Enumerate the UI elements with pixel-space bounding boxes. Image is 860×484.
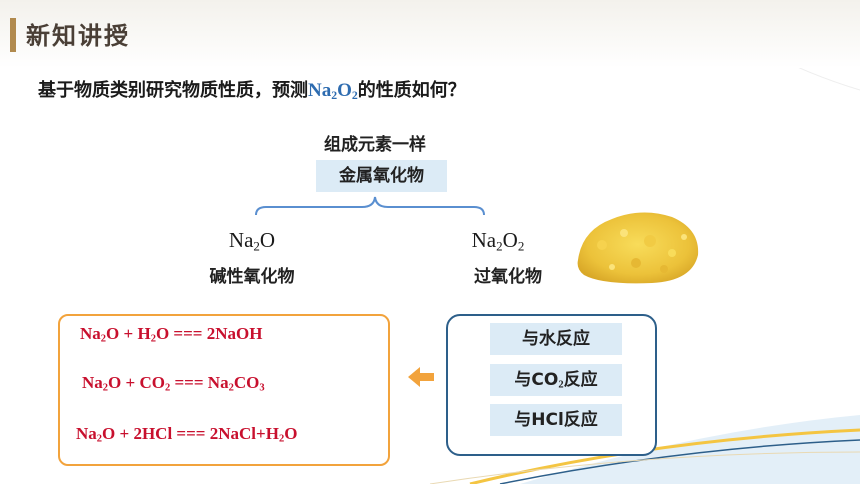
reaction-water: 与水反应 — [490, 323, 622, 355]
right-compound-formula: Na2O2 — [471, 228, 525, 254]
equations-box — [58, 314, 390, 466]
classification-brace — [255, 196, 485, 216]
equation-2: Na2O + CO2 === Na2CO3 — [82, 373, 265, 394]
question-formula: Na2O2 — [308, 80, 358, 102]
composition-label: 组成元素一样 — [324, 135, 426, 155]
category-box — [316, 160, 447, 192]
equation-1: Na2O + H2O === 2NaOH — [80, 324, 263, 345]
reaction-hcl: 与HCl反应 — [490, 404, 622, 436]
left-compound-formula: Na2O — [228, 228, 276, 254]
question-text: 基于物质类别研究物质性质，预测Na2O2的性质如何？ — [38, 76, 466, 103]
header-accent-bar — [10, 18, 16, 52]
reaction-co2: 与CO2反应 — [490, 364, 622, 396]
question-prefix: 基于物质类别研究物质性质，预测 — [38, 80, 308, 101]
left-arrow-icon — [408, 367, 434, 387]
left-compound-type: 碱性氧化物 — [209, 267, 295, 287]
question-suffix: 的性质如何？ — [357, 80, 466, 101]
equation-3: Na2O + 2HCl === 2NaCl+H2O — [76, 424, 298, 445]
section-title: 新知讲授 — [26, 21, 130, 50]
header-band — [0, 0, 860, 68]
right-compound-type: 过氧化物 — [474, 267, 542, 287]
sodium-peroxide-powder-image — [577, 212, 699, 284]
category-label: 金属氧化物 — [339, 166, 424, 186]
